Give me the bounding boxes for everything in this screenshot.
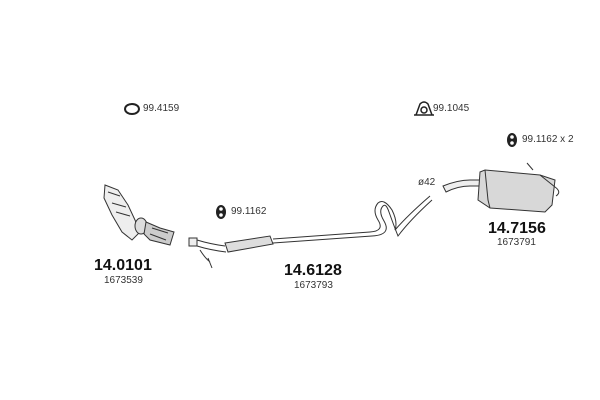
part-number[interactable]: 14.7156 [488, 220, 546, 237]
rear-silencer-drawing [442, 162, 560, 213]
part-number[interactable]: 14.6128 [284, 262, 342, 279]
catalytic-converter-drawing [103, 184, 175, 246]
accessory-ref: 99.4159 [143, 103, 180, 114]
accessory-ref: 99.1162 [231, 206, 267, 217]
oe-number: 1673791 [497, 237, 536, 248]
diameter-annotation: ø42 [418, 177, 436, 188]
middle-pipe-drawing [188, 195, 433, 269]
part-number[interactable]: 14.0101 [94, 257, 152, 274]
gasket-ring-icon [124, 103, 140, 115]
oe-number: 1673793 [294, 280, 333, 291]
accessory-ref: 99.1162 x 2 [522, 134, 574, 145]
accessory-ref: 99.1045 [433, 103, 470, 114]
clamp-icon [414, 101, 434, 116]
rubber-mount-icon [507, 133, 517, 147]
rubber-mount-icon [216, 205, 226, 219]
oe-number: 1673539 [104, 275, 143, 286]
